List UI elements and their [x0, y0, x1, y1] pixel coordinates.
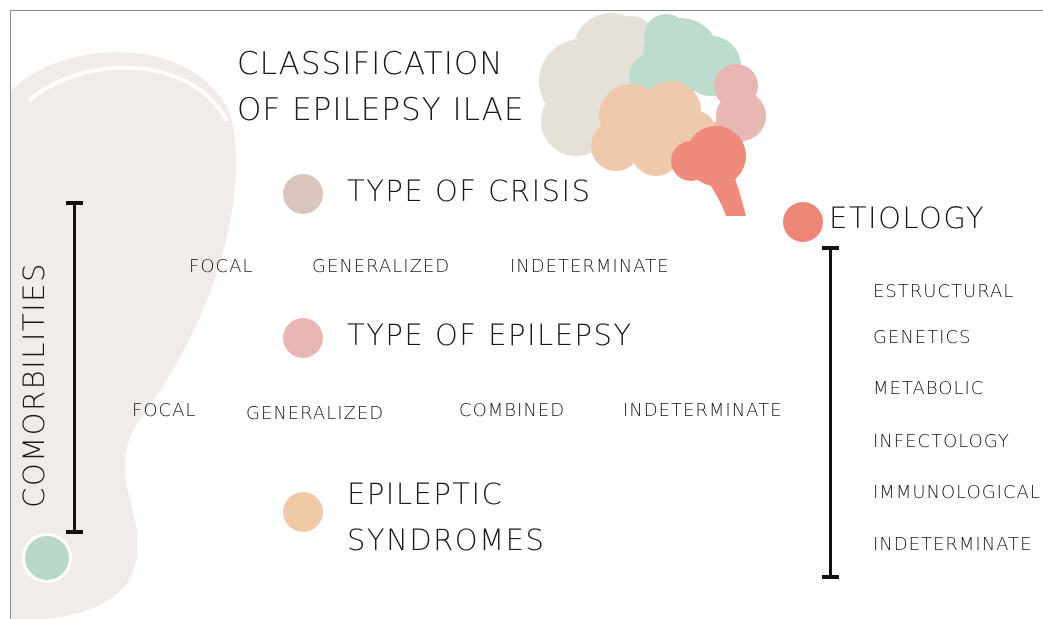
syndromes-line-1: EPILEPTIC [347, 471, 545, 517]
etiology-dot [783, 202, 823, 242]
etiology-item-infectology: INFECTOLOGY [873, 431, 1010, 452]
etiology-item-genetics: GENETICS [873, 327, 971, 348]
crisis-item-indeterminate: INDETERMINATE [510, 256, 669, 277]
etiology-item-immunological: IMMUNOLOGICAL [873, 482, 1041, 503]
type-of-crisis-dot [283, 174, 323, 214]
epileptic-syndromes-dot [283, 492, 323, 532]
epilepsy-item-focal: FOCAL [132, 400, 196, 421]
etiology-item-estructural: ESTRUCTURAL [873, 281, 1014, 302]
etiology-item-metabolic: METABOLIC [873, 378, 984, 399]
diagram-canvas: CLASSIFICATION OF EPILEPSY ILAE TYPE OF … [10, 10, 1043, 619]
page-title: CLASSIFICATION OF EPILEPSY ILAE [237, 41, 524, 133]
etiology-heading: ETIOLOGY [829, 201, 985, 235]
crisis-item-generalized: GENERALIZED [312, 256, 450, 277]
type-of-epilepsy-dot [283, 318, 323, 358]
epilepsy-item-combined: COMBINED [459, 400, 565, 421]
title-line-2: OF EPILEPSY ILAE [237, 87, 524, 133]
comorbidities-label: COMORBILITIES [17, 250, 51, 520]
syndromes-line-2: SYNDROMES [347, 517, 545, 563]
type-of-crisis-heading: TYPE OF CRISIS [347, 174, 592, 208]
epilepsy-item-indeterminate: INDETERMINATE [623, 400, 782, 421]
comorbidities-dot [22, 533, 72, 583]
crisis-item-focal: FOCAL [189, 256, 253, 277]
epilepsy-item-generalized: GENERALIZED [246, 403, 384, 424]
epileptic-syndromes-heading: EPILEPTIC SYNDROMES [347, 471, 545, 563]
title-line-1: CLASSIFICATION [237, 41, 524, 87]
etiology-item-indeterminate: INDETERMINATE [873, 534, 1032, 555]
type-of-epilepsy-heading: TYPE OF EPILEPSY [347, 318, 633, 352]
